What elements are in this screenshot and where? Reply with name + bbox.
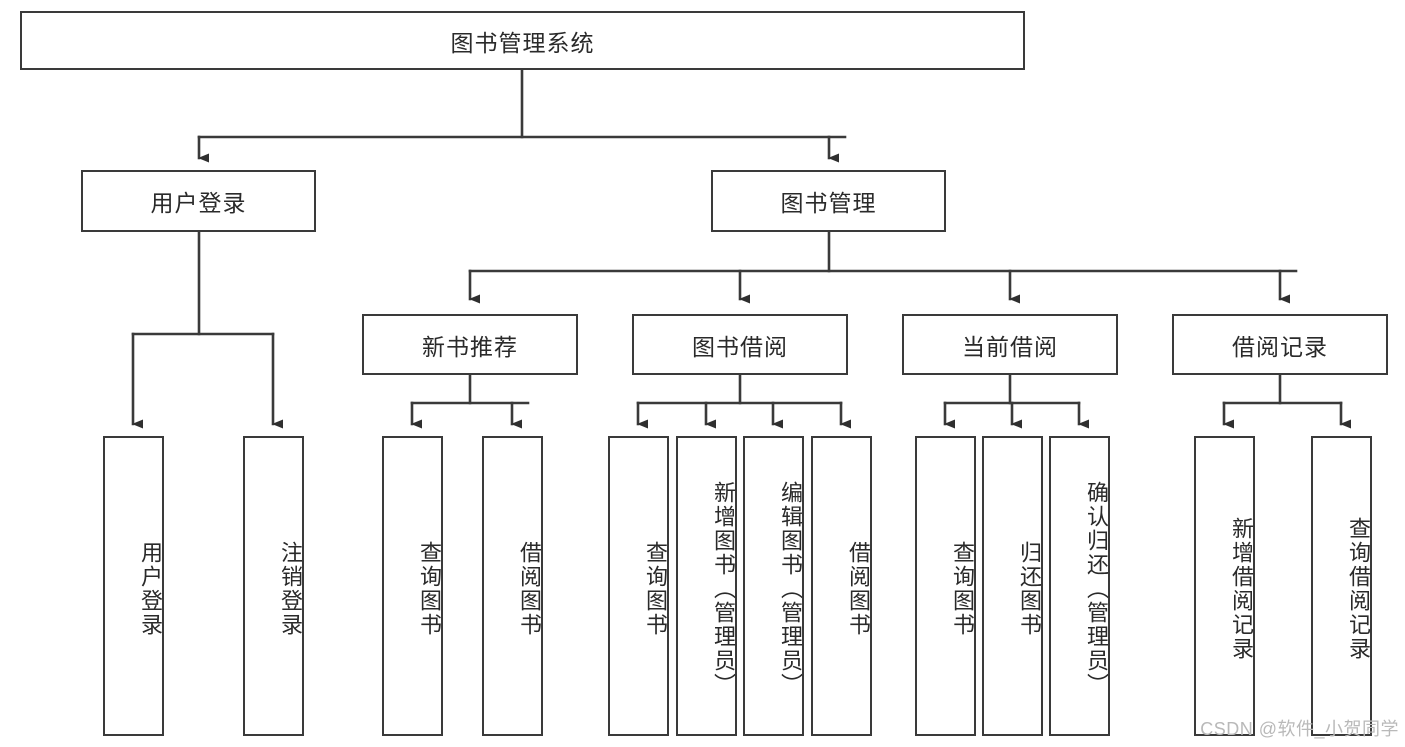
node-label: 图书借阅 <box>692 333 788 360</box>
leaf-query-borrow-record[interactable]: 查询借阅记录 <box>1311 436 1372 736</box>
node-user-login[interactable]: 用户登录 <box>81 170 316 232</box>
leaf-query-book-recommend[interactable]: 查询图书 <box>382 436 443 736</box>
node-label: 用户登录 <box>150 190 247 216</box>
node-book-management[interactable]: 图书管理 <box>711 170 946 232</box>
leaf-add-book-admin[interactable]: 新增图书（管理员） <box>676 436 737 736</box>
node-label: 归还图书 <box>1017 541 1042 637</box>
node-label: 查询图书 <box>417 541 442 637</box>
node-label: 查询借阅记录 <box>1346 517 1371 661</box>
node-borrowing-record[interactable]: 借阅记录 <box>1172 314 1388 375</box>
node-label: 借阅图书 <box>846 541 871 637</box>
leaf-borrow-book-recommend[interactable]: 借阅图书 <box>482 436 543 736</box>
node-label: 借阅图书 <box>517 541 542 637</box>
leaf-return-book[interactable]: 归还图书 <box>982 436 1043 736</box>
node-label: 用户登录 <box>138 541 163 637</box>
node-root-book-management-system[interactable]: 图书管理系统 <box>20 11 1025 70</box>
leaf-user-login[interactable]: 用户登录 <box>103 436 164 736</box>
leaf-query-book-current[interactable]: 查询图书 <box>915 436 976 736</box>
node-label: 图书管理系统 <box>450 29 595 56</box>
node-new-book-recommendation[interactable]: 新书推荐 <box>362 314 578 375</box>
node-label: 查询图书 <box>643 541 668 637</box>
node-label: 查询图书 <box>950 541 975 637</box>
leaf-confirm-return-admin[interactable]: 确认归还（管理员） <box>1049 436 1110 736</box>
leaf-edit-book-admin[interactable]: 编辑图书（管理员） <box>743 436 804 736</box>
node-label: 新书推荐 <box>422 333 518 360</box>
node-label: 图书管理 <box>780 190 877 216</box>
node-current-borrowing[interactable]: 当前借阅 <box>902 314 1118 375</box>
node-book-borrowing[interactable]: 图书借阅 <box>632 314 848 375</box>
node-label: 新增图书（管理员） <box>711 481 736 697</box>
node-label: 新增借阅记录 <box>1229 517 1254 661</box>
node-label: 确认归还（管理员） <box>1084 481 1109 697</box>
leaf-logout[interactable]: 注销登录 <box>243 436 304 736</box>
node-label: 注销登录 <box>278 541 303 637</box>
node-label: 编辑图书（管理员） <box>778 481 803 697</box>
leaf-borrow-book[interactable]: 借阅图书 <box>811 436 872 736</box>
leaf-add-borrow-record[interactable]: 新增借阅记录 <box>1194 436 1255 736</box>
node-label: 借阅记录 <box>1232 333 1328 360</box>
leaf-query-book-borrow[interactable]: 查询图书 <box>608 436 669 736</box>
node-label: 当前借阅 <box>962 333 1058 360</box>
